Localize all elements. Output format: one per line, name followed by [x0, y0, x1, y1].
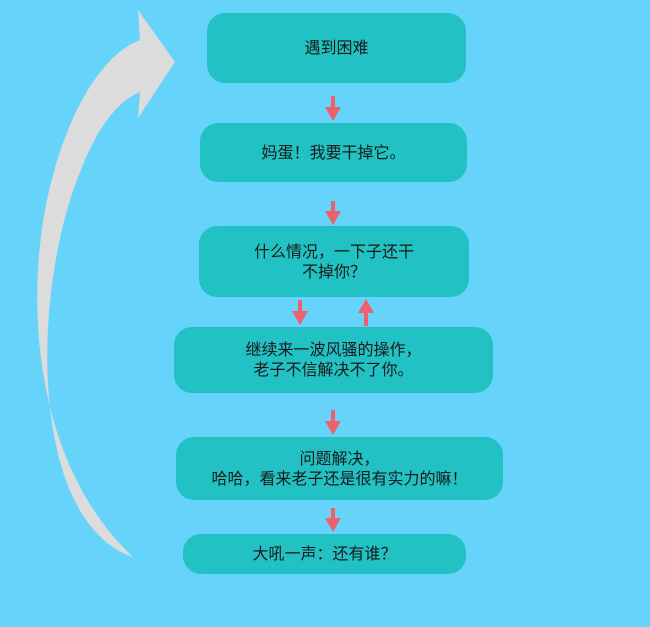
arrow-down-icon	[325, 508, 341, 532]
arrow-up-icon	[358, 299, 374, 326]
step-4-line-2: 老子不信解决不了你。	[253, 360, 414, 379]
step-6-text: 大吼一声：还有谁？	[252, 544, 396, 564]
step-1-line-1: 遇到困难	[304, 38, 369, 57]
arrow-down-icon	[325, 410, 341, 435]
step-5-line-2: 哈哈，看来老子还是很有实力的嘛！	[211, 468, 468, 488]
loop-back-arrow-shape	[37, 10, 176, 557]
step-3-text: 什么情况，一下子还干 不掉你？	[254, 242, 414, 282]
arrow-down-icon	[292, 300, 308, 325]
step-3-box: 什么情况，一下子还干 不掉你？	[199, 226, 469, 297]
step-4-line-1: 继续来一波风骚的操作，	[245, 340, 422, 359]
step-6-line-1: 大吼一声：还有谁？	[252, 544, 397, 563]
arrow-down-icon	[325, 201, 341, 225]
step-4-box: 继续来一波风骚的操作， 老子不信解决不了你。	[174, 327, 493, 393]
step-5-text: 问题解决， 哈哈，看来老子还是很有实力的嘛！	[211, 449, 467, 489]
step-5-box: 问题解决， 哈哈，看来老子还是很有实力的嘛！	[176, 437, 503, 500]
step-2-line-1: 妈蛋！我要干掉它。	[261, 142, 406, 162]
step-3-line-1: 什么情况，一下子还干	[253, 241, 414, 261]
step-4-text: 继续来一波风骚的操作， 老子不信解决不了你。	[245, 340, 421, 380]
arrow-down-icon	[325, 96, 341, 121]
step-2-text: 妈蛋！我要干掉它。	[261, 143, 405, 163]
step-2-box: 妈蛋！我要干掉它。	[200, 123, 467, 182]
step-3-line-2: 不掉你？	[301, 261, 366, 281]
step-5-line-1: 问题解决，	[299, 448, 380, 468]
step-6-box: 大吼一声：还有谁？	[183, 534, 466, 574]
step-1-text: 遇到困难	[304, 38, 368, 58]
step-1-box: 遇到困难	[207, 13, 466, 83]
